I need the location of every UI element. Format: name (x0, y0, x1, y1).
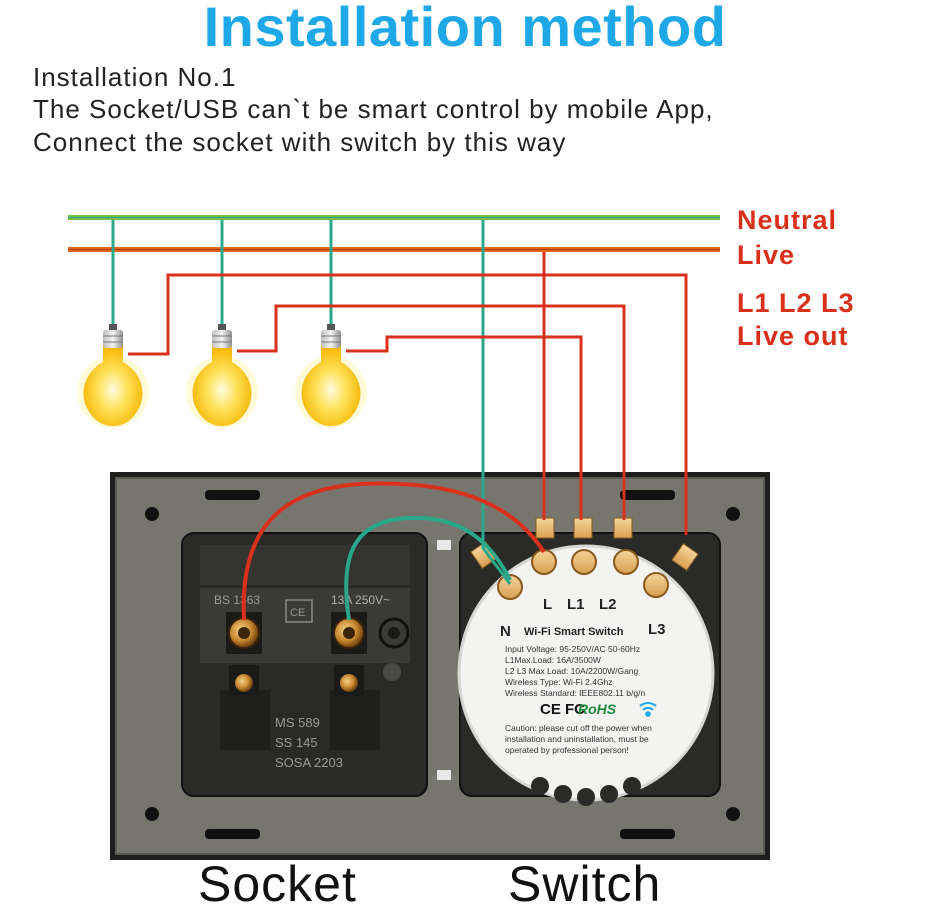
screw-hole (726, 507, 740, 521)
light-bulb-icon (77, 324, 149, 428)
legend-live: Live (737, 240, 796, 270)
light-bulb-icon (186, 324, 258, 428)
spec-wireless-type: Wireless Type: Wi-Fi 2.4Ghz (505, 677, 613, 687)
socket-left-pin-housing (220, 690, 270, 750)
l3-output-wire (128, 273, 688, 535)
terminal-label-l1: L1 (567, 596, 585, 613)
plate-slot (620, 829, 675, 839)
socket-right-pin-housing (330, 690, 380, 750)
terminal-label-l: L (543, 596, 552, 613)
light-bulb-icon (295, 324, 367, 428)
caution-line-2: installation and uninstallation, must be (505, 734, 649, 744)
screw-hole (145, 507, 159, 521)
socket-top-block (200, 545, 410, 585)
legend-neutral: Neutral (737, 205, 838, 235)
module-name: Wi-Fi Smart Switch (524, 626, 624, 638)
intro-line-3: Connect the socket with switch by this w… (33, 127, 567, 157)
socket-label-rating: 13A 250V~ (331, 593, 390, 607)
intro-line-1: Installation No.1 (33, 62, 237, 92)
spec-l2-l3-max-load: L2 L3 Max Load: 10A/2200W/Gang (505, 666, 639, 676)
caution-line-1: Caution: please cut off the power when (505, 723, 652, 733)
socket-neutral-jumper (344, 515, 512, 621)
terminal-label-l3: L3 (648, 621, 666, 638)
legend-l1-l2-l3: L1 L2 L3 (737, 288, 855, 318)
page-title: Installation method (203, 0, 727, 58)
terminal-label-n: N (500, 623, 511, 640)
socket-label-ms: MS 589 (275, 715, 320, 730)
intro-line-2: The Socket/USB can`t be smart control by… (33, 94, 714, 124)
caption-socket: Socket (198, 856, 357, 912)
spec-wireless-standard: Wireless Standard: IEEE802.11 b/g/n (505, 688, 645, 698)
caption-switch: Switch (508, 856, 662, 912)
legend-live-out: Live out (737, 321, 849, 351)
plate-slot (620, 490, 675, 500)
l1-output-wire (346, 335, 583, 520)
socket-pin (340, 674, 358, 692)
l2-output-wire (237, 304, 626, 520)
socket-label-bs: BS 1363 (214, 593, 260, 607)
socket-pin (235, 674, 253, 692)
spec-l1-max-load: L1Max.Load: 16A/3500W (505, 655, 601, 665)
spec-input-voltage: Input Voltage: 95-250V/AC 50-60Hz (505, 644, 640, 654)
certification-marks: CE FC (540, 701, 585, 718)
plate-slot (205, 829, 260, 839)
screw-hole (726, 807, 740, 821)
socket-live-jumper (241, 481, 546, 621)
screw-hole (145, 807, 159, 821)
caution-line-3: operated by professional person! (505, 745, 629, 755)
socket-label-ss: SS 145 (275, 735, 318, 750)
terminal-label-l2: L2 (599, 596, 617, 613)
rohs-mark: RoHS (578, 701, 617, 717)
socket-label-sosa: SOSA 2203 (275, 755, 343, 770)
plate-slot (205, 490, 260, 500)
socket-label-ce: CE (290, 607, 305, 619)
wifi-icon (639, 702, 657, 717)
